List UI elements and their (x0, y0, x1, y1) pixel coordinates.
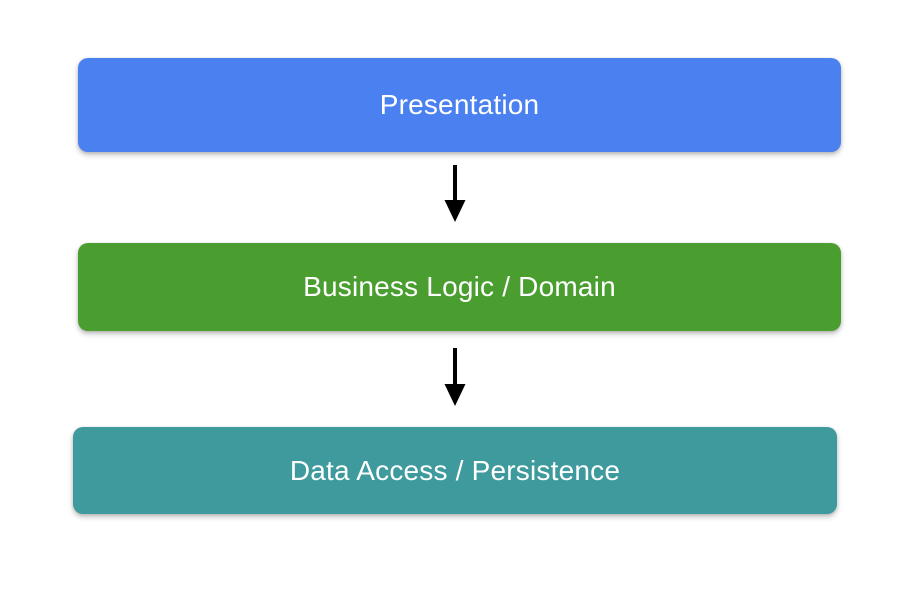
layer-box-data-access[interactable]: Data Access / Persistence (73, 427, 837, 514)
layer-box-presentation[interactable]: Presentation (78, 58, 841, 152)
layer-label-business-logic: Business Logic / Domain (303, 271, 616, 302)
arrow-down-icon-business-to-data (425, 342, 485, 412)
arrow-down-icon-presentation-to-business (425, 160, 485, 228)
layer-label-presentation: Presentation (379, 89, 540, 120)
layer-box-business-logic[interactable]: Business Logic / Domain (78, 243, 841, 331)
layer-label-data-access: Data Access / Persistence (289, 454, 621, 486)
